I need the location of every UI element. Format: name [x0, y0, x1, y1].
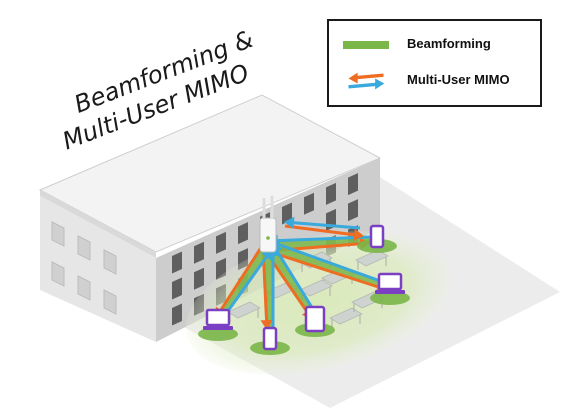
devices: [198, 224, 410, 355]
bidirectional-arrows-icon: [348, 72, 385, 90]
downlink-arrow: [265, 249, 378, 289]
tablet-icon: [304, 305, 326, 333]
access-point-body: [259, 217, 277, 253]
uplink-arrow: [278, 243, 390, 286]
table: [299, 279, 333, 297]
laptop-base: [203, 326, 233, 330]
access-point-led: [266, 236, 270, 240]
beamforming-beam: [215, 244, 271, 322]
window: [238, 222, 248, 245]
window: [51, 261, 65, 287]
window: [194, 267, 204, 290]
building-front-wall: [40, 196, 156, 342]
device-pad: [198, 327, 238, 341]
uplink-arrow-head: [284, 216, 295, 229]
legend-item-beamforming: Beamforming: [329, 33, 540, 55]
window: [172, 303, 182, 326]
laptop-icon: [377, 272, 403, 291]
window: [282, 202, 292, 225]
downlink-arrow: [219, 242, 266, 311]
downlink-arrow: [284, 224, 355, 237]
legend-label-mu-mimo: Multi-User MIMO: [407, 72, 510, 87]
downlink-arrow-head: [353, 228, 364, 241]
downlink-arrow-head: [260, 319, 273, 331]
front-windows: [51, 221, 117, 315]
window: [194, 241, 204, 264]
uplink-arrow: [276, 250, 319, 318]
legend: Beamforming Multi-User MIMO: [327, 19, 542, 107]
access-point: [259, 196, 277, 253]
window: [51, 221, 65, 247]
window: [326, 182, 336, 205]
legend-label-beamforming: Beamforming: [407, 36, 491, 51]
window: [348, 173, 358, 196]
legend-item-mu-mimo: Multi-User MIMO: [329, 69, 540, 91]
beamforming-beam: [264, 245, 274, 331]
laptop-base: [375, 290, 405, 294]
window: [348, 199, 358, 222]
window: [103, 289, 117, 315]
window: [172, 277, 182, 300]
table: [227, 301, 261, 319]
window: [103, 249, 117, 275]
uplink-arrow: [293, 221, 361, 230]
window: [216, 231, 226, 254]
building-roof-edge: [40, 190, 156, 258]
beamforming-beam: [267, 236, 371, 250]
beamforming-bar-icon: [343, 41, 389, 49]
window: [304, 192, 314, 215]
window: [172, 251, 182, 274]
smartphone-icon: [369, 224, 385, 249]
window: [77, 275, 91, 301]
table: [355, 249, 389, 267]
window: [77, 235, 91, 261]
beamforming-beam: [266, 242, 390, 291]
device-pad: [370, 291, 410, 305]
laptop-icon: [205, 308, 231, 327]
smartphone-icon: [262, 326, 278, 351]
